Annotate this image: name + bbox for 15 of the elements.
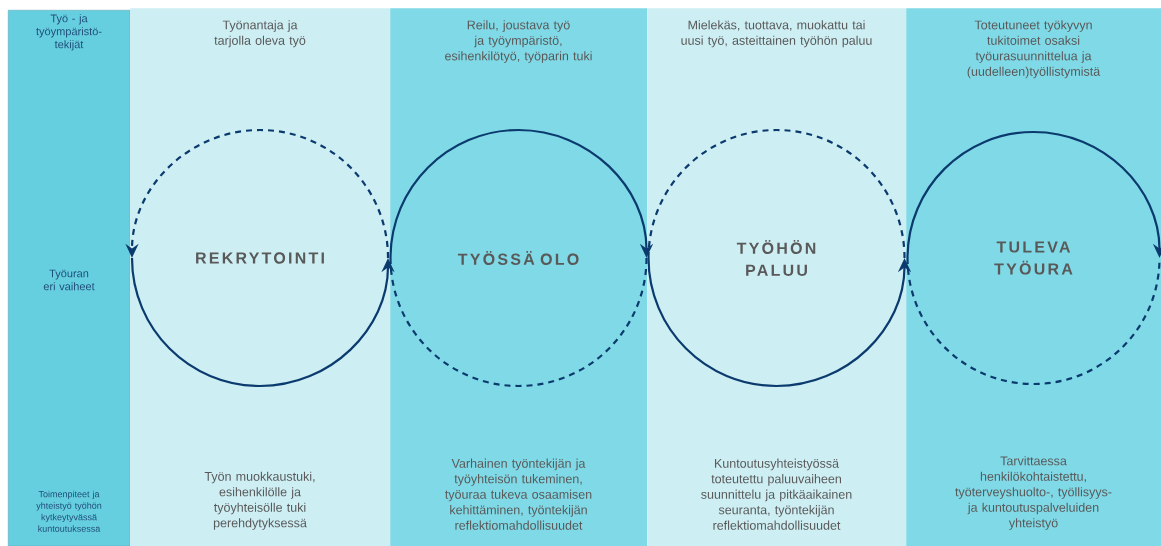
row-heading: Työ - ja työympäristö- tekijät (36, 14, 102, 51)
node-label: TYÖSSÄ OLO (457, 251, 579, 265)
row-heading: Työuran eri vaiheet (43, 269, 95, 291)
description-text: Mielekäs, tuottava, muokattu tai uusi työ, asteittainen työhön paluu (681, 20, 872, 48)
description-text: Toteutuneet työkyvyn tukitoimet osaksi työurasuunnittelua ja (uudelleen)työllistymistä (967, 20, 1101, 79)
description-text: Varhainen työntekijän ja työyhteisön tukeminen, työuraa tukeva osaamisen kehittäminen, työntekijän reflektiomahdollisuudet (445, 458, 592, 530)
row-heading: Toimenpiteet ja yhteistyö työhön kytkeytyvässä kuntoutuksessa (36, 490, 102, 532)
description-text: Työn muokkaustuki, esihenkilölle ja työyhteisölle tuki perehdytyksessä (204, 471, 315, 530)
node-label: TYÖHÖN PALUU (736, 240, 816, 276)
description-text: Reilu, joustava työ ja työympäristö, esihenkilötyö, työparin tuki (445, 20, 592, 63)
description-text: Tarvittaessa henkilökohtaistettu, työterveyshuolto-, työllisyys- ja kuntoutuspalveluiden yhteistyö (955, 456, 1112, 530)
description-text: Kuntoutusyhteistyössä toteutettu paluuvaiheen suunnittelu ja pitkäaikainen seuranta, työntekijän reflektiomahdollisuudet (701, 458, 852, 530)
node-label: REKRYTOINTI (196, 252, 324, 264)
node-label: TULEVA TYÖURA (994, 241, 1073, 275)
description-text: Työnantaja ja tarjolla oleva työ (214, 20, 306, 48)
